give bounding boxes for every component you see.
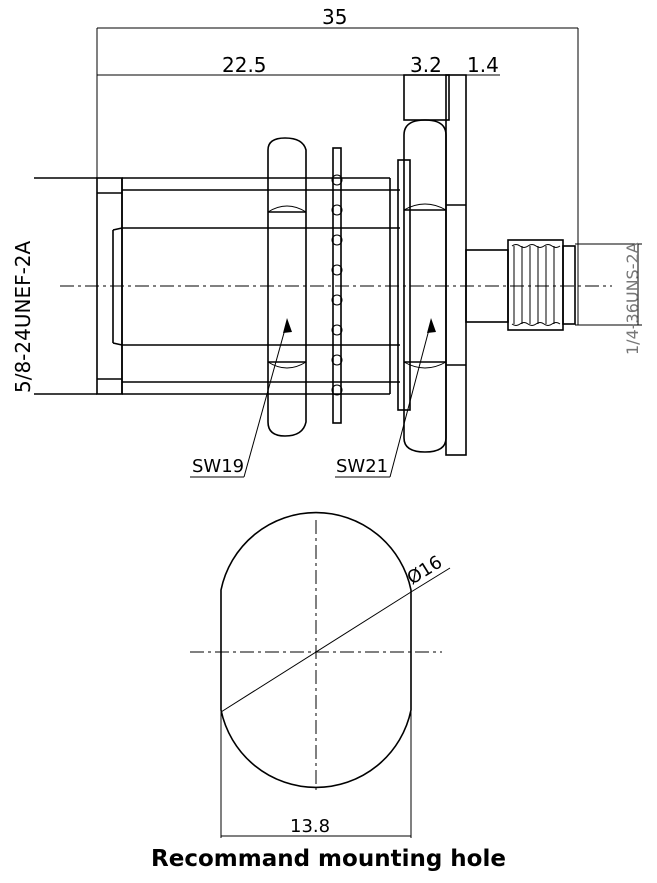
nut-sw19 xyxy=(267,137,307,437)
dim-1-4-label: 1.4 xyxy=(467,53,499,77)
body-thread-label: 5/8-24UNEF-2A xyxy=(11,240,35,393)
nut-sw21 xyxy=(397,74,500,456)
caption: Recommand mounting hole xyxy=(151,846,506,872)
dimension-body: 22.5 3.2 1.4 xyxy=(97,53,500,77)
sw21-label: SW21 xyxy=(336,456,388,477)
mounting-hole: Ø16 13.8 xyxy=(190,511,451,838)
dim-35-label: 35 xyxy=(322,5,347,29)
leader-sw19: SW19 xyxy=(190,318,292,478)
connector-stub xyxy=(465,239,642,331)
leader-sw21: SW21 xyxy=(335,318,436,478)
connector-thread-label: 1/4-36UNS-2A xyxy=(623,242,642,355)
dim-22-5-label: 22.5 xyxy=(222,53,267,77)
sw19-label: SW19 xyxy=(192,456,244,477)
dimension-overall: 35 xyxy=(96,5,579,325)
threaded-body xyxy=(34,177,400,395)
flat-width-label: 13.8 xyxy=(290,816,330,837)
dim-3-2-label: 3.2 xyxy=(410,53,442,77)
